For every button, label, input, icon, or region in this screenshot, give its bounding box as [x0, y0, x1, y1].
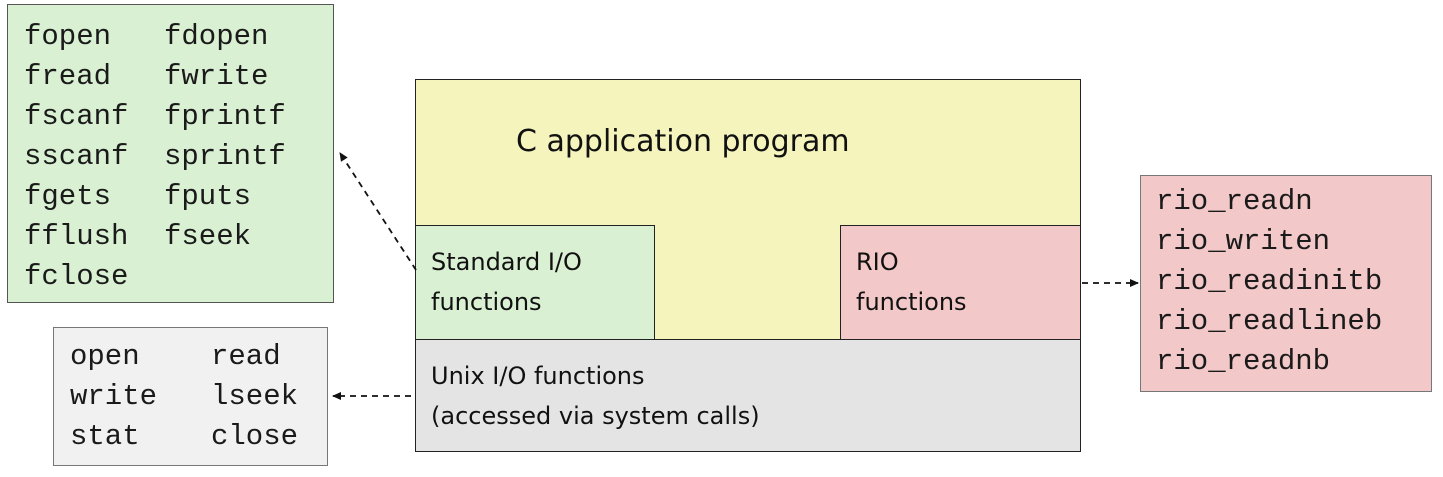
stdio-fn — [164, 257, 304, 297]
arrow-stdio-to-list — [339, 152, 417, 271]
unix-fn: open — [70, 340, 140, 373]
stdio-fn: fclose — [24, 260, 129, 293]
stdio-fn: fdopen — [164, 20, 269, 53]
stdio-label-line: functions — [431, 288, 542, 316]
stdio-fn: sprintf — [164, 140, 286, 173]
stdio-fn: fprintf — [164, 100, 286, 133]
stdio-fn: fopen — [24, 20, 112, 53]
app-label: C application program — [516, 124, 850, 159]
stdio-fn: fseek — [164, 220, 252, 253]
rio-label-line: RIO — [856, 248, 899, 276]
stdio-fn: fflush — [24, 220, 129, 253]
unix-io-functions-box: Unix I/O functions (accessed via system … — [415, 339, 1081, 452]
unix-fn: close — [211, 420, 299, 453]
unix-function-list: open read write lseek stat close — [53, 327, 328, 466]
unix-fn: read — [211, 340, 281, 373]
unix-function-grid: open read write lseek stat close — [70, 337, 311, 457]
stdio-fn: fread — [24, 60, 112, 93]
rio-function-items: rio_readn rio_writen rio_readinitb rio_r… — [1156, 182, 1382, 382]
rio-label-line: functions — [856, 288, 967, 316]
unix-label: Unix I/O functions (accessed via system … — [431, 356, 760, 436]
rio-fn: rio_writen — [1156, 225, 1331, 258]
stdio-fn: fgets — [24, 180, 112, 213]
unix-label-line: (accessed via system calls) — [431, 402, 760, 430]
rio-fn: rio_readnb — [1156, 345, 1331, 378]
stdio-fn: fputs — [164, 180, 252, 213]
unix-label-line: Unix I/O functions — [431, 362, 645, 390]
stdio-label: Standard I/O functions — [431, 242, 582, 322]
stdio-fn: fwrite — [164, 60, 269, 93]
unix-fn: write — [70, 380, 158, 413]
standard-io-functions-box: Standard I/O functions — [415, 225, 655, 341]
stdio-fn: sscanf — [24, 140, 129, 173]
rio-functions-box: RIO functions — [840, 225, 1081, 341]
rio-fn: rio_readn — [1156, 185, 1313, 218]
stdio-fn: fscanf — [24, 100, 129, 133]
stdio-function-grid: fopen fdopen fread fwrite fscanf fprintf… — [24, 17, 304, 297]
rio-fn: rio_readinitb — [1156, 265, 1383, 298]
unix-fn: stat — [70, 420, 140, 453]
rio-fn: rio_readlineb — [1156, 305, 1383, 338]
rio-label: RIO functions — [856, 242, 967, 322]
stdio-function-list: fopen fdopen fread fwrite fscanf fprintf… — [7, 4, 334, 303]
rio-function-list: rio_readn rio_writen rio_readinitb rio_r… — [1140, 175, 1432, 392]
unix-fn: lseek — [211, 380, 299, 413]
stdio-label-line: Standard I/O — [431, 248, 582, 276]
